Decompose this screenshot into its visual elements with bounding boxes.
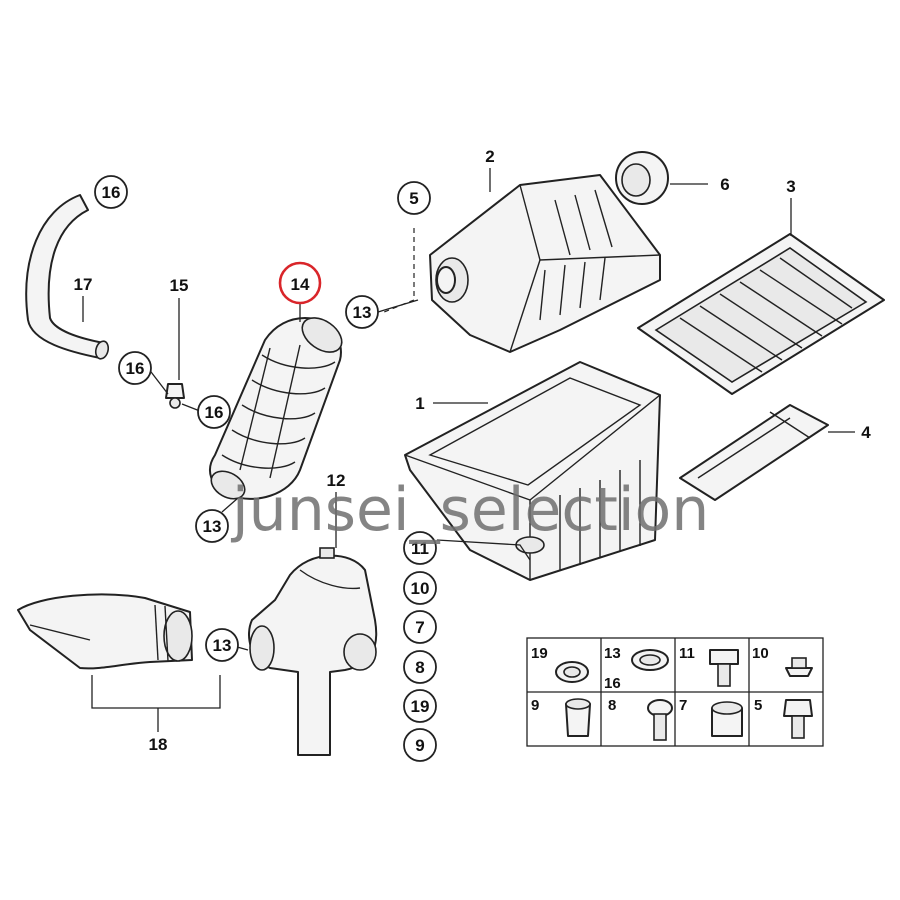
callout-12: 12 — [327, 471, 346, 490]
callout-3: 3 — [786, 177, 795, 196]
svg-text:13: 13 — [203, 517, 222, 536]
callout-1: 1 — [415, 394, 424, 413]
callout-13-bottom: 13 — [205, 628, 239, 662]
callout-16-low: 16 — [197, 395, 231, 429]
callout-2: 2 — [485, 147, 494, 166]
breather-hose-17 — [25, 194, 110, 360]
svg-text:14: 14 — [291, 275, 310, 294]
svg-text:4: 4 — [861, 423, 871, 442]
svg-text:10: 10 — [411, 579, 430, 598]
callout-6: 6 — [720, 175, 729, 194]
callout-15: 15 — [170, 276, 189, 295]
svg-text:16: 16 — [102, 183, 121, 202]
intake-bellows-14 — [209, 317, 343, 500]
highlight-ring — [278, 261, 322, 305]
svg-text:5: 5 — [754, 697, 762, 714]
svg-text:17: 17 — [74, 275, 93, 294]
svg-text:16: 16 — [205, 403, 224, 422]
callout-16-mid: 16 — [118, 351, 152, 385]
callout-18: 18 — [149, 735, 168, 754]
svg-text:13: 13 — [353, 303, 372, 322]
svg-text:13: 13 — [604, 645, 621, 662]
svg-text:9: 9 — [415, 736, 424, 755]
callout-17: 17 — [74, 275, 93, 294]
inlet-duct-18 — [17, 593, 193, 670]
callout-stack: 11 10 7 8 19 9 — [403, 531, 437, 762]
svg-text:9: 9 — [531, 697, 539, 714]
flange-bolt-11-icon — [709, 649, 739, 665]
svg-text:19: 19 — [531, 645, 548, 662]
svg-text:16: 16 — [604, 675, 621, 692]
svg-text:7: 7 — [415, 618, 424, 637]
callout-4: 4 — [861, 423, 871, 442]
svg-text:10: 10 — [752, 645, 769, 662]
callout-13-left: 13 — [195, 509, 229, 543]
callout-13-top: 13 — [345, 295, 379, 329]
svg-text:1: 1 — [415, 394, 424, 413]
svg-text:12: 12 — [327, 471, 346, 490]
svg-text:5: 5 — [409, 189, 418, 208]
watermark: junsei_selection — [230, 475, 709, 545]
air-filter-3 — [637, 233, 885, 395]
svg-text:7: 7 — [679, 697, 687, 714]
svg-text:8: 8 — [608, 697, 616, 714]
svg-text:18: 18 — [149, 735, 168, 754]
cover-4 — [679, 404, 829, 501]
svg-text:13: 13 — [213, 636, 232, 655]
svg-text:6: 6 — [720, 175, 729, 194]
svg-text:11: 11 — [411, 539, 429, 558]
airbox-lid-2 — [429, 174, 661, 353]
nut-10-icon — [785, 667, 813, 677]
grommet-6 — [615, 151, 669, 205]
airbox-housing-1 — [404, 361, 661, 581]
svg-text:3: 3 — [786, 177, 795, 196]
resonator-12 — [248, 547, 378, 756]
svg-text:15: 15 — [170, 276, 189, 295]
svg-text:2: 2 — [485, 147, 494, 166]
svg-text:11: 11 — [679, 645, 695, 662]
callout-5: 5 — [397, 181, 431, 215]
svg-text:19: 19 — [411, 697, 430, 716]
callout-14-highlighted: 14 — [278, 261, 322, 305]
svg-text:16: 16 — [126, 359, 145, 378]
callout-16-top: 16 — [94, 175, 128, 209]
hardware-grid: 19 13 16 11 10 9 8 7 5 — [526, 637, 824, 747]
bolt-5-icon — [783, 699, 813, 717]
valve-15 — [165, 383, 185, 409]
svg-text:8: 8 — [415, 658, 424, 677]
